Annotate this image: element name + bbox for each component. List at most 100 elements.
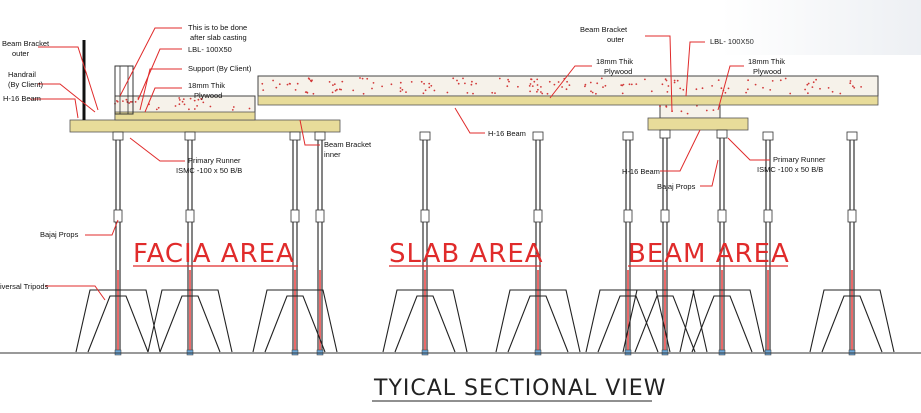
speckle bbox=[568, 84, 571, 86]
speckle bbox=[517, 85, 519, 88]
label-todo-note-2: after slab casting bbox=[190, 33, 247, 42]
speckle bbox=[209, 105, 212, 108]
speckle bbox=[596, 82, 599, 85]
speckle bbox=[860, 86, 862, 88]
speckle bbox=[747, 88, 749, 91]
speckle bbox=[789, 92, 792, 95]
speckle bbox=[584, 85, 586, 88]
speckle bbox=[410, 81, 413, 83]
speckle bbox=[399, 90, 402, 93]
speckle bbox=[334, 89, 337, 92]
speckle bbox=[536, 90, 538, 93]
speckle bbox=[561, 86, 563, 88]
bajaj-prop bbox=[314, 131, 326, 356]
leader-lines bbox=[30, 27, 770, 301]
speckle bbox=[231, 109, 234, 111]
label-primary-runner-left-1: Primary Runner bbox=[188, 156, 241, 165]
tripod bbox=[809, 289, 895, 353]
label-support: Support (By Client) bbox=[188, 64, 252, 73]
speckle bbox=[541, 92, 544, 95]
area-label-slab: SLAB AREA bbox=[389, 239, 544, 269]
label-primary-runner-right-2: ISMC -100 x 50 B/B bbox=[757, 165, 823, 174]
speckle bbox=[630, 83, 633, 86]
speckle bbox=[529, 83, 532, 85]
speckle bbox=[827, 87, 830, 89]
speckle bbox=[178, 97, 181, 99]
speckle bbox=[565, 88, 568, 91]
tripod bbox=[622, 289, 708, 353]
speckle bbox=[308, 78, 311, 80]
label-todo-note-1: This is to be done bbox=[188, 23, 247, 32]
speckle bbox=[667, 85, 670, 87]
speckle bbox=[366, 77, 369, 80]
speckle bbox=[557, 81, 560, 83]
speckle bbox=[372, 82, 375, 84]
tripod bbox=[147, 289, 233, 353]
speckle bbox=[462, 77, 464, 80]
speckle bbox=[399, 81, 402, 84]
speckle bbox=[189, 97, 192, 100]
speckle bbox=[530, 78, 533, 81]
speckle bbox=[745, 91, 747, 94]
speckle bbox=[472, 92, 474, 95]
label-beam-bracket-outer-left-1: Beam Bracket bbox=[2, 39, 50, 48]
speckle bbox=[196, 105, 199, 107]
speckle bbox=[401, 88, 404, 91]
support-frame bbox=[114, 65, 134, 115]
speckle bbox=[182, 98, 185, 100]
speckle bbox=[433, 89, 436, 92]
h16-beam-band bbox=[69, 95, 879, 133]
speckle bbox=[311, 79, 313, 82]
label-bajaj-props-right: Bajaj Props bbox=[657, 182, 696, 191]
speckle bbox=[193, 99, 196, 102]
speckle bbox=[362, 92, 365, 95]
tripod bbox=[75, 289, 161, 353]
drawing-title: TYICAL SECTIONAL VIEW bbox=[373, 376, 666, 401]
speckle bbox=[122, 100, 124, 102]
speckle bbox=[676, 79, 679, 82]
bajaj-prop bbox=[659, 129, 671, 356]
speckle bbox=[498, 77, 501, 80]
speckle bbox=[666, 91, 669, 93]
bajaj-prop bbox=[289, 131, 301, 356]
speckle bbox=[333, 83, 336, 86]
speckle bbox=[371, 87, 373, 90]
speckle bbox=[548, 80, 551, 83]
bajaj-prop bbox=[622, 131, 634, 356]
label-handrail-2: (By Client) bbox=[8, 80, 44, 89]
label-plywood-left-2: Plywood bbox=[194, 91, 222, 100]
speckle bbox=[424, 89, 427, 92]
tripod bbox=[252, 289, 338, 353]
speckle bbox=[361, 77, 364, 80]
label-beam-bracket-inner-1: Beam Bracket bbox=[324, 140, 372, 149]
speckle bbox=[456, 79, 458, 82]
speckle bbox=[262, 89, 265, 91]
bajaj-prop bbox=[184, 131, 196, 356]
speckle bbox=[352, 89, 355, 92]
speckle bbox=[470, 83, 473, 86]
concrete-speckles bbox=[114, 77, 862, 115]
speckle bbox=[536, 78, 539, 81]
label-bajaj-props-left: Bajaj Props bbox=[40, 230, 79, 239]
speckle bbox=[188, 108, 190, 111]
speckle bbox=[673, 81, 676, 84]
speckle bbox=[332, 84, 334, 86]
speckle bbox=[659, 105, 661, 107]
speckle bbox=[701, 87, 704, 90]
speckle bbox=[464, 82, 466, 85]
speckle bbox=[682, 88, 685, 91]
speckle bbox=[537, 88, 539, 91]
speckle bbox=[695, 88, 698, 91]
speckle bbox=[621, 92, 624, 95]
speckle bbox=[604, 84, 607, 87]
speckle bbox=[595, 92, 597, 95]
speckle bbox=[839, 92, 842, 95]
speckle bbox=[197, 98, 200, 101]
label-handrail-1: Handrail bbox=[8, 70, 36, 79]
speckle bbox=[193, 108, 196, 110]
speckle bbox=[128, 102, 131, 104]
label-h16-beam-right: H-16 Beam bbox=[622, 167, 660, 176]
speckle bbox=[278, 83, 281, 86]
speckle bbox=[125, 98, 128, 101]
